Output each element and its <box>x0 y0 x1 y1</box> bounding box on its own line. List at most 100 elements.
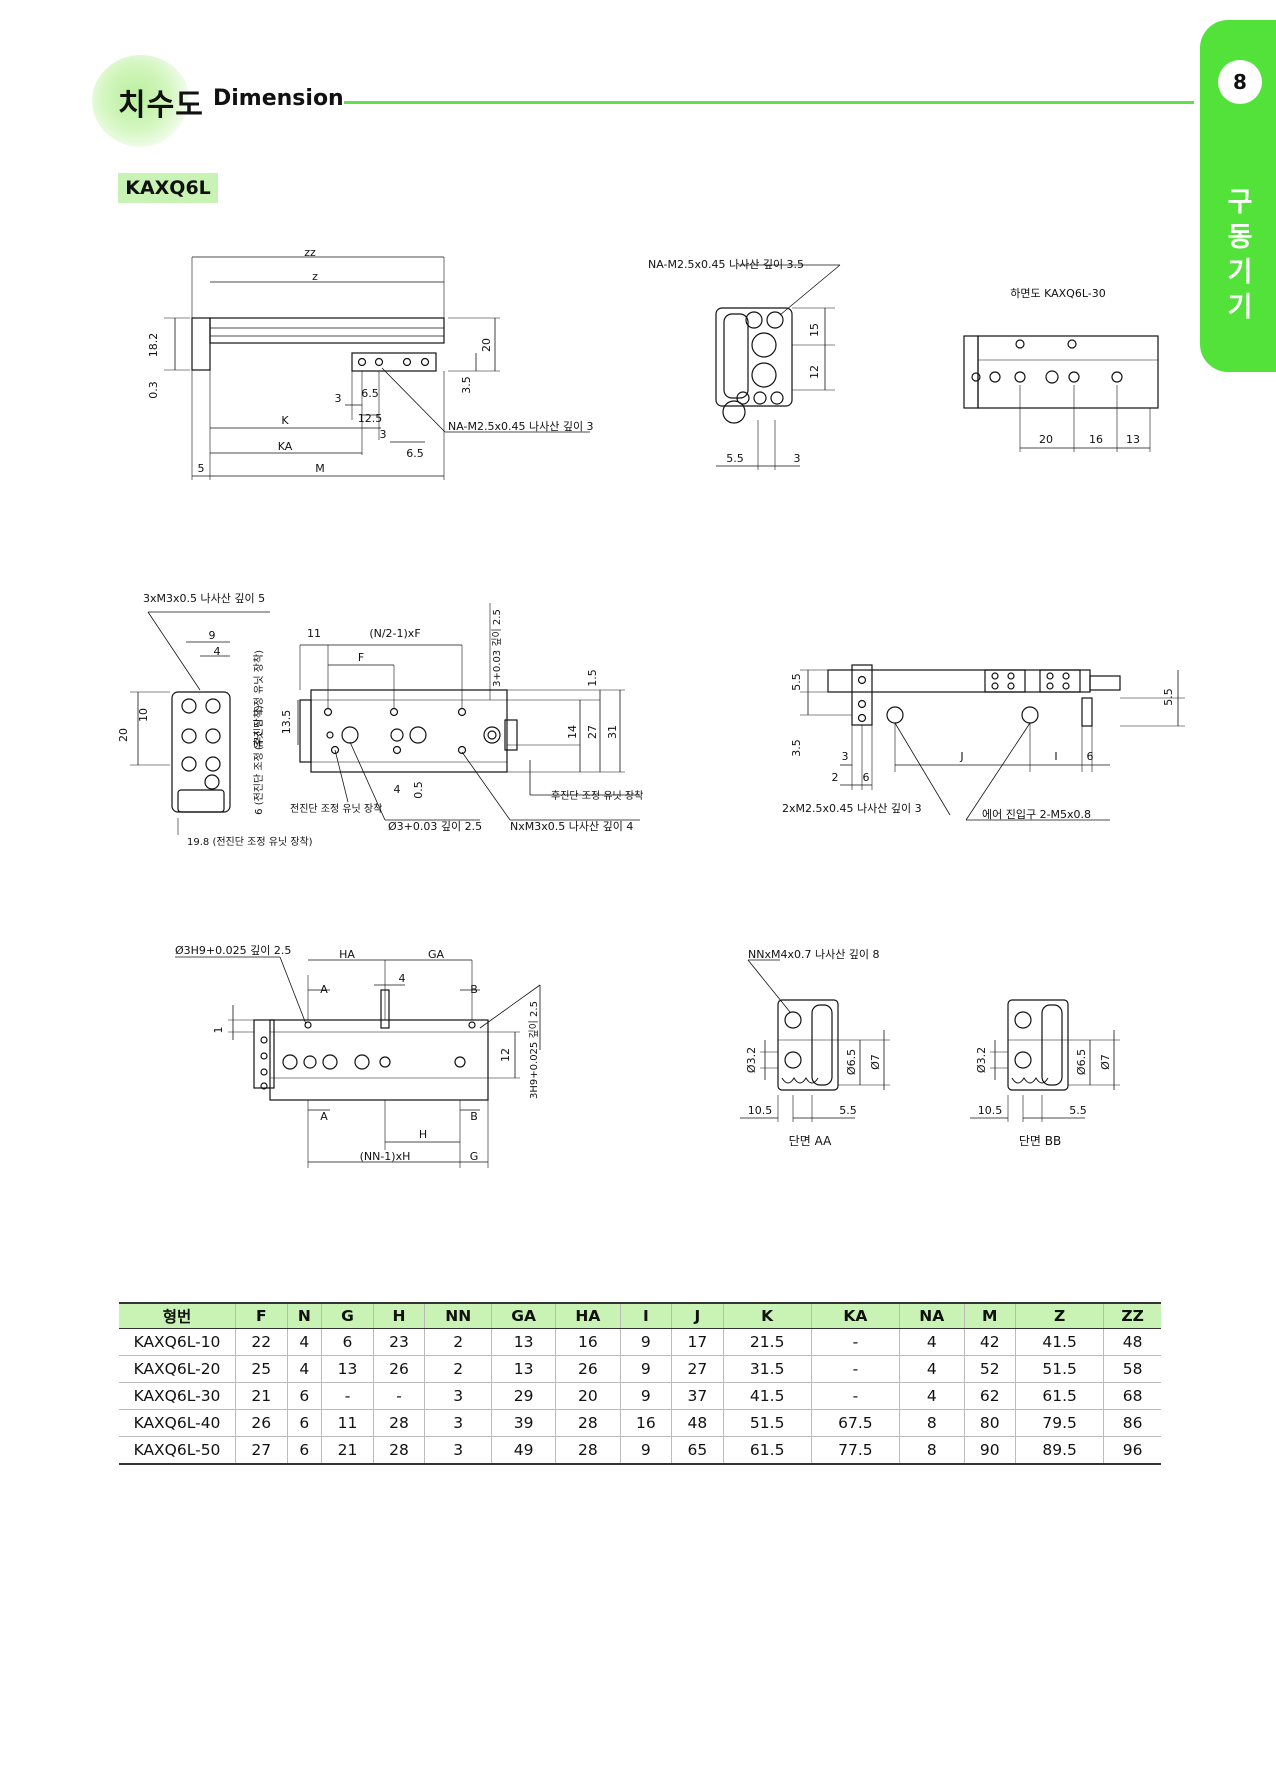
dim-31: 31 <box>606 725 619 739</box>
dimension-table: 형번 F N G H NN GA HA I J K KA NA M Z ZZ K… <box>119 1302 1161 1465</box>
dim-12: 12 <box>808 365 821 379</box>
section-bb-caption: 단면 BB <box>1019 1134 1061 1148</box>
aa-dia-3-2: Ø3.2 <box>745 1047 758 1073</box>
col-header: G <box>321 1302 374 1329</box>
table-cell: 27 <box>671 1355 724 1383</box>
section-char: 동 <box>1227 222 1253 253</box>
table-cell: 6 <box>286 1436 322 1465</box>
dim-20-ml: 20 <box>117 728 130 742</box>
dim-6-5-a: 6.5 <box>361 387 379 400</box>
section-label: 구 동 기 기 <box>1220 185 1260 325</box>
dim-h: H <box>419 1128 427 1141</box>
table-cell: 26 <box>235 1409 287 1437</box>
dim-3-mr: 3 <box>842 750 849 763</box>
section-bb-drawing <box>970 999 1120 1122</box>
page-number: 8 <box>1218 60 1262 104</box>
table-cell: - <box>321 1382 374 1410</box>
table-row: KAXQ6L-30 21 6 - - 3 29 20 9 37 41.5 - 4… <box>119 1382 1161 1410</box>
section-marker-b-top: B <box>470 983 478 996</box>
nn-thread-callout: NNxM4x0.7 나사산 깊이 8 <box>748 948 880 961</box>
table-cell: KAXQ6L-50 <box>119 1436 236 1465</box>
col-header: HA <box>555 1302 621 1329</box>
table-cell: 21.5 <box>722 1328 812 1356</box>
table-cell: 80 <box>963 1409 1016 1437</box>
table-cell: 13 <box>491 1328 556 1356</box>
dim-m: M <box>315 462 325 475</box>
table-row: KAXQ6L-40 26 6 11 28 3 39 28 16 48 51.5 … <box>119 1409 1161 1437</box>
aa-dia-6-5: Ø6.5 <box>845 1049 858 1075</box>
table-cell: 9 <box>619 1328 672 1356</box>
table-cell: 28 <box>555 1436 621 1465</box>
section-aa-caption: 단면 AA <box>789 1134 832 1148</box>
dim-20-b: 20 <box>1039 433 1053 446</box>
table-cell: 3 <box>424 1409 492 1437</box>
table-cell: 27 <box>235 1436 287 1465</box>
col-header: Z <box>1015 1302 1104 1329</box>
dim-j: J <box>959 750 963 763</box>
table-cell: 65 <box>671 1436 724 1465</box>
dim-5-5-b: 5.5 <box>1162 688 1175 706</box>
section-marker-a-bottom: A <box>320 1110 328 1123</box>
dim-5-5: 5.5 <box>726 452 744 465</box>
table-cell: 62 <box>963 1382 1016 1410</box>
col-header: M <box>963 1302 1016 1329</box>
table-row: KAXQ6L-10 22 4 6 23 2 13 16 9 17 21.5 - … <box>119 1328 1161 1356</box>
table-cell: - <box>810 1355 900 1383</box>
table-cell: 21 <box>321 1436 374 1465</box>
table-cell: 96 <box>1103 1436 1161 1465</box>
air-port-callout: 에어 진입구 2-M5x0.8 <box>982 808 1091 821</box>
vert-hole-callout: 3H9+0.025 깊이 2.5 <box>528 1001 540 1099</box>
dim-nnh: (NN-1)xH <box>360 1150 411 1163</box>
table-cell: 2 <box>424 1328 492 1356</box>
col-header: NN <box>424 1302 492 1329</box>
dim-13-5: 13.5 <box>280 710 293 735</box>
table-cell: KAXQ6L-30 <box>119 1382 236 1410</box>
table-cell: 28 <box>555 1409 621 1437</box>
dim-10: 10 <box>137 708 150 722</box>
dim-4-ml: 4 <box>214 645 221 658</box>
table-cell: 9 <box>619 1382 672 1410</box>
end-view-drawing <box>715 264 841 470</box>
side-view-drawing <box>164 256 590 480</box>
section-char: 구 <box>1227 187 1253 218</box>
table-cell: - <box>810 1328 900 1356</box>
dim-5-5-a: 5.5 <box>790 673 803 691</box>
dim-2-mr: 2 <box>832 771 839 784</box>
dim-15: 15 <box>808 323 821 337</box>
hole-callout-bl: Ø3H9+0.025 깊이 2.5 <box>175 944 291 957</box>
end-view-2-drawing <box>130 611 270 835</box>
table-cell: 52 <box>963 1355 1016 1383</box>
dim-f: F <box>358 651 364 664</box>
bb-dim-5-5: 5.5 <box>1069 1104 1087 1117</box>
side-view-2-drawing <box>800 664 1185 821</box>
table-cell: 90 <box>963 1436 1016 1465</box>
table-cell: 20 <box>555 1382 621 1410</box>
na-thread-callout: NA-M2.5x0.45 나사산 깊이 3 <box>448 420 594 433</box>
dim-ha: HA <box>339 948 355 961</box>
dim-6-5-b: 6.5 <box>406 447 424 460</box>
dim-nf: (N/2-1)xF <box>369 627 420 640</box>
table-cell: 4 <box>899 1382 965 1410</box>
col-header: ZZ <box>1103 1302 1161 1329</box>
header-rule <box>344 101 1194 104</box>
table-cell: 77.5 <box>810 1436 900 1465</box>
table-cell: 25 <box>235 1355 287 1383</box>
table-cell: 22 <box>235 1328 287 1356</box>
table-cell: 23 <box>372 1328 425 1356</box>
table-cell: 8 <box>899 1409 965 1437</box>
aa-dia-7: Ø7 <box>869 1054 882 1070</box>
bb-dia-7: Ø7 <box>1099 1054 1112 1070</box>
dim-zz: zz <box>304 246 316 259</box>
thread2-callout: 2xM2.5x0.45 나사산 깊이 3 <box>782 802 922 815</box>
section-aa-drawing <box>740 959 890 1122</box>
table-cell: 17 <box>671 1328 724 1356</box>
col-header: H <box>372 1302 425 1329</box>
dim-z: z <box>312 270 318 283</box>
bottom-view-caption: 하면도 KAXQ6L-30 <box>1010 286 1106 300</box>
bottom-view-drawing <box>963 335 1159 452</box>
table-cell: 79.5 <box>1015 1409 1104 1437</box>
table-cell: KAXQ6L-20 <box>119 1355 236 1383</box>
table-cell: - <box>372 1382 425 1410</box>
table-cell: 6 <box>286 1382 322 1410</box>
table-row: KAXQ6L-20 25 4 13 26 2 13 26 9 27 31.5 -… <box>119 1355 1161 1383</box>
